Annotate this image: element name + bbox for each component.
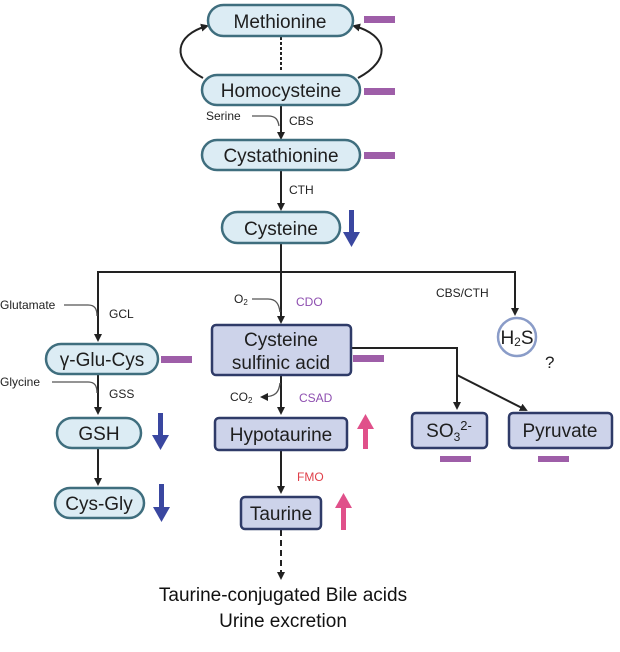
- no-change-bar-csa: [353, 355, 384, 362]
- enzyme-gcl: GCL: [109, 307, 134, 321]
- enzyme-csad: CSAD: [299, 391, 333, 405]
- decrease-arrow-cysteine: [343, 210, 360, 247]
- node-label: γ-Glu-Cys: [60, 350, 144, 371]
- node-label: Taurine: [250, 504, 312, 525]
- increase-arrow-taurine: [335, 493, 352, 530]
- enzyme-cbs-cth: CBS/CTH: [436, 286, 489, 300]
- co2-release: [260, 382, 281, 401]
- node-cys-gly: Cys-Gly: [53, 486, 146, 520]
- no-change-bar-cystathionine: [364, 152, 395, 159]
- no-change-bar-methionine: [364, 16, 395, 23]
- cosubstrate-serine: Serine: [206, 109, 241, 123]
- no-change-bar-homocysteine: [364, 88, 395, 95]
- cycle-arrow-left: [179, 23, 209, 79]
- node-sulfite: SO32-: [410, 411, 489, 450]
- footer-urine-excretion: Urine excretion: [219, 611, 347, 632]
- node-label-line1: Cysteine: [244, 330, 318, 351]
- footer-bile-acids: Taurine-conjugated Bile acids: [159, 585, 407, 606]
- product-co2: CO2: [230, 390, 253, 405]
- cosubstrate-glycine: Glycine: [0, 375, 40, 389]
- increase-arrow-hypotaurine: [357, 414, 374, 449]
- arrow-csa-so3: [352, 347, 461, 410]
- node-taurine: Taurine: [239, 495, 323, 531]
- node-label: Homocysteine: [221, 81, 341, 102]
- enzyme-gss: GSS: [109, 387, 134, 401]
- glycine-feed: [52, 381, 98, 394]
- node-cysteine: Cysteine: [220, 210, 342, 245]
- node-label-line2: sulfinic acid: [232, 353, 330, 374]
- node-gsh: GSH: [55, 416, 143, 450]
- no-change-bar-glu-cys: [161, 356, 192, 363]
- node-label: SO32-: [426, 418, 472, 444]
- node-label: GSH: [78, 424, 119, 445]
- decrease-arrow-cys-gly: [153, 484, 170, 522]
- enzyme-fmo: FMO: [297, 470, 324, 484]
- connectors: [52, 23, 528, 580]
- node-h2s: H2S ?: [496, 316, 554, 372]
- cosubstrate-glutamate: Glutamate: [0, 298, 56, 312]
- node-label: Hypotaurine: [230, 425, 332, 446]
- indicators: [152, 16, 569, 530]
- node-methionine: Methionine: [206, 3, 355, 38]
- node-cystathionine: Cystathionine: [200, 138, 362, 172]
- cosubstrate-o2: O2: [234, 292, 248, 307]
- node-label: Cys-Gly: [65, 494, 133, 515]
- node-cysteine-sulfinic-acid: Cysteine sulfinic acid: [210, 323, 353, 377]
- node-label: Methionine: [234, 12, 327, 33]
- o2-feed: [252, 298, 281, 313]
- node-label: Cystathionine: [223, 146, 338, 167]
- node-pyruvate: Pyruvate: [507, 411, 614, 450]
- serine-feed: [252, 115, 280, 127]
- enzyme-cbs: CBS: [289, 114, 314, 128]
- enzyme-cdo: CDO: [296, 295, 323, 309]
- node-glu-cys: γ-Glu-Cys: [44, 342, 160, 376]
- node-label: H2S: [500, 328, 533, 349]
- cycle-arrow-right: [352, 23, 383, 79]
- node-label: Cysteine: [244, 219, 318, 240]
- no-change-bar-pyruvate: [538, 456, 569, 462]
- node-homocysteine: Homocysteine: [200, 73, 362, 107]
- enzyme-cth: CTH: [289, 183, 314, 197]
- node-label: Pyruvate: [523, 421, 598, 442]
- node-hypotaurine: Hypotaurine: [213, 416, 349, 452]
- arrow-csa-pyruvate: [456, 374, 528, 411]
- uncertain-marker: ?: [545, 353, 554, 372]
- glutamate-feed: [64, 304, 98, 317]
- decrease-arrow-gsh: [152, 413, 169, 450]
- no-change-bar-sulfite: [440, 456, 471, 462]
